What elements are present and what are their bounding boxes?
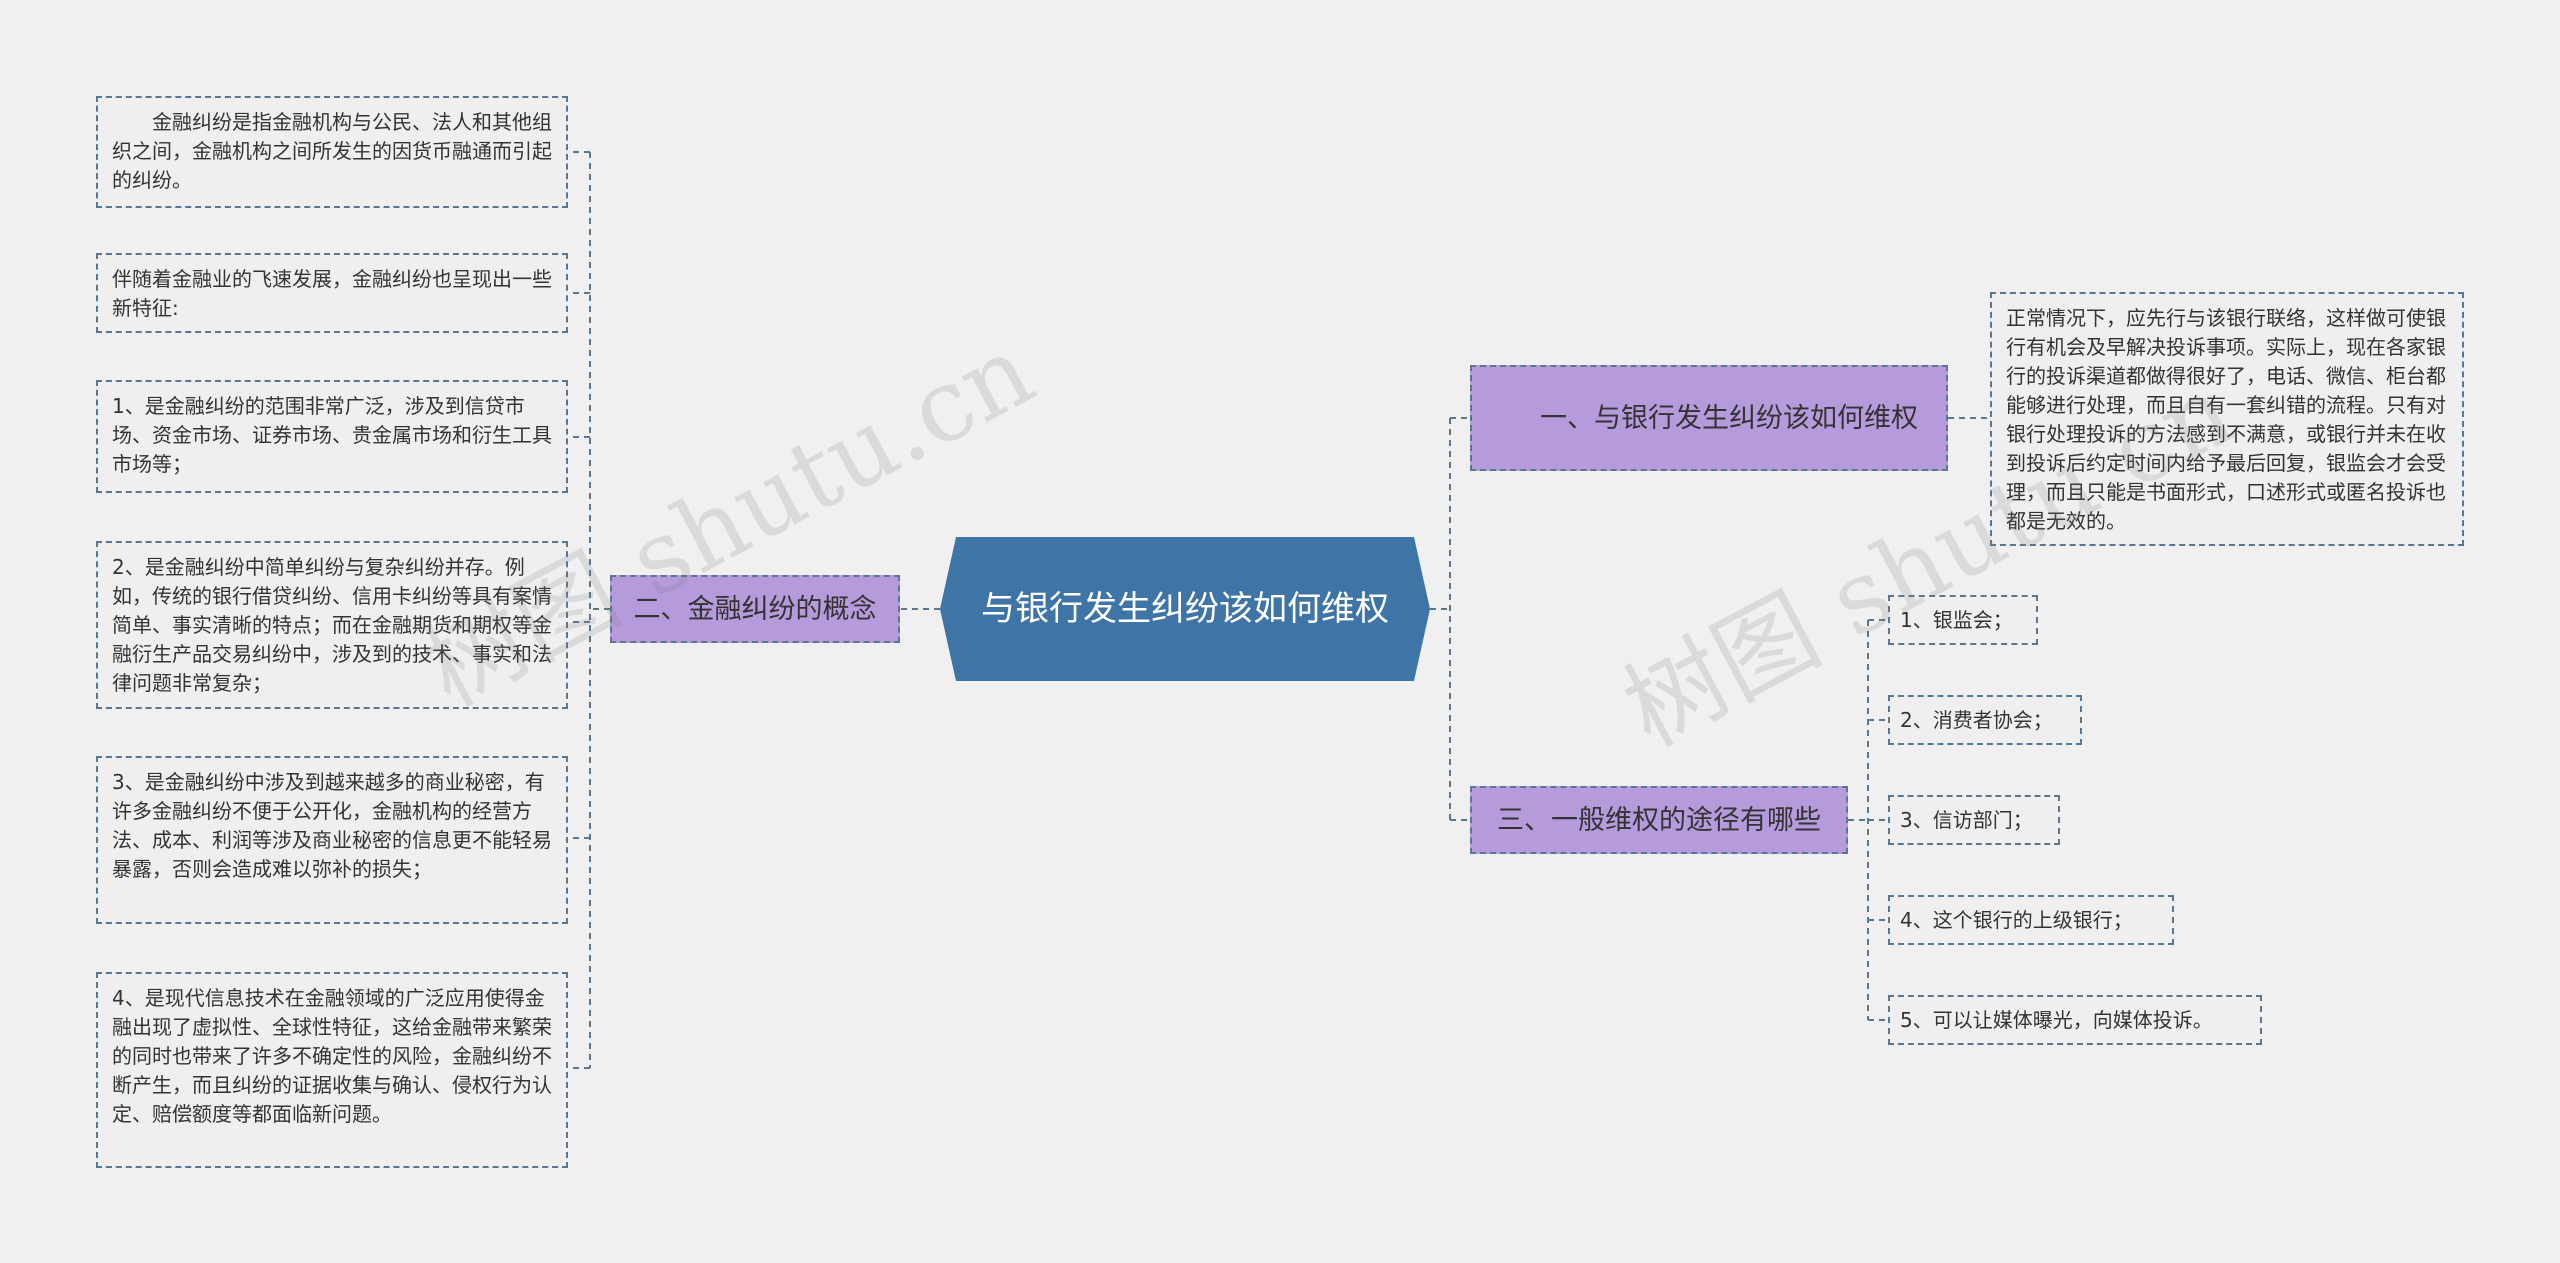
feature-3-node[interactable]: 3、是金融纠纷中涉及到越来越多的商业秘密，有许多金融纠纷不便于公开化，金融机构的…	[96, 756, 568, 924]
branch-financial-dispute-concept[interactable]: 二、金融纠纷的概念	[610, 575, 900, 643]
protect-rights-detail-node[interactable]: 正常情况下，应先行与该银行联络，这样做可使银行有机会及早解决投诉事项。实际上，现…	[1990, 292, 2464, 546]
branch-rights-channels[interactable]: 三、一般维权的途径有哪些	[1470, 786, 1848, 854]
branch-how-to-protect-rights[interactable]: 一、与银行发生纠纷该如何维权	[1470, 365, 1948, 471]
channel-media-node[interactable]: 5、可以让媒体曝光，向媒体投诉。	[1888, 995, 2262, 1045]
connector-root-right	[1430, 418, 1451, 820]
concept-definition-node[interactable]: 金融纠纷是指金融机构与公民、法人和其他组织之间，金融机构之间所发生的因货币融通而…	[96, 96, 568, 208]
feature-2-node[interactable]: 2、是金融纠纷中简单纠纷与复杂纠纷并存。例如，传统的银行借贷纠纷、信用卡纠纷等具…	[96, 541, 568, 709]
connector-left-bus	[589, 152, 610, 1068]
channel-petition-office-node[interactable]: 3、信访部门；	[1888, 795, 2060, 845]
feature-1-node[interactable]: 1、是金融纠纷的范围非常广泛，涉及到信贷市场、资金市场、证券市场、贵金属市场和衍…	[96, 380, 568, 493]
channel-cbrc-node[interactable]: 1、银监会；	[1888, 595, 2038, 645]
connector-rb2-bus	[1848, 620, 1869, 1020]
root-topic[interactable]: 与银行发生纠纷该如何维权	[940, 537, 1430, 681]
feature-4-node[interactable]: 4、是现代信息技术在金融领域的广泛应用使得金融出现了虚拟性、全球性特征，这给金融…	[96, 972, 568, 1168]
channel-consumer-association-node[interactable]: 2、消费者协会；	[1888, 695, 2082, 745]
new-features-intro-node[interactable]: 伴随着金融业的飞速发展，金融纠纷也呈现出一些新特征:	[96, 253, 568, 333]
channel-superior-bank-node[interactable]: 4、这个银行的上级银行；	[1888, 895, 2174, 945]
